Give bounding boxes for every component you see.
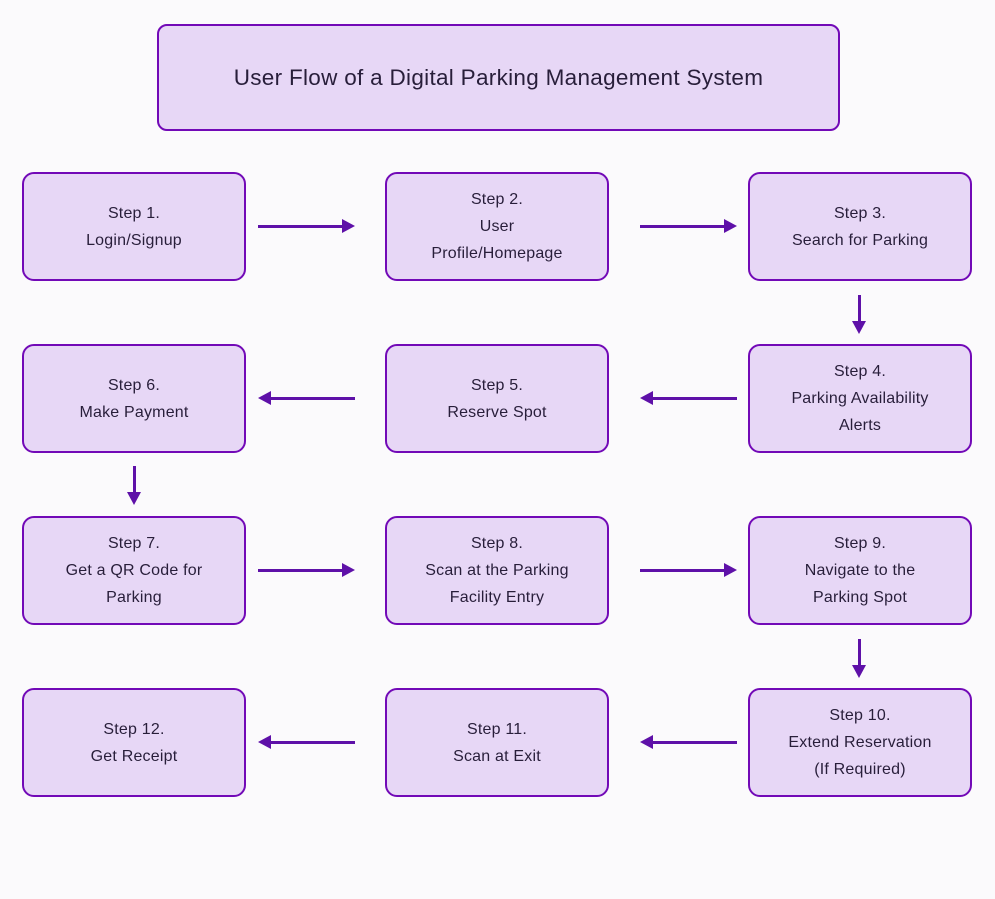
flow-node-step-5: Step 5. Reserve Spot xyxy=(385,344,609,453)
arrow-shaft xyxy=(258,568,342,572)
arrow-shaft xyxy=(857,295,861,321)
arrow-step5-to-step6 xyxy=(258,391,355,405)
diagram-title: User Flow of a Digital Parking Managemen… xyxy=(157,24,840,131)
arrow-shaft xyxy=(653,740,737,744)
arrow-step9-to-step10 xyxy=(852,639,866,678)
arrow-step3-to-step4 xyxy=(852,295,866,334)
flow-node-step-6: Step 6. Make Payment xyxy=(22,344,246,453)
arrow-step4-to-step5 xyxy=(640,391,737,405)
arrowhead-left-icon xyxy=(258,391,271,405)
arrowhead-down-icon xyxy=(852,665,866,678)
flow-node-step-2: Step 2. User Profile/Homepage xyxy=(385,172,609,281)
arrow-shaft xyxy=(653,396,737,400)
flow-node-step-1: Step 1. Login/Signup xyxy=(22,172,246,281)
flow-node-step-12: Step 12. Get Receipt xyxy=(22,688,246,797)
arrow-step6-to-step7 xyxy=(127,466,141,505)
arrow-shaft xyxy=(271,396,355,400)
flow-node-step-10: Step 10. Extend Reservation (If Required… xyxy=(748,688,972,797)
flow-node-step-4: Step 4. Parking Availability Alerts xyxy=(748,344,972,453)
arrowhead-right-icon xyxy=(724,219,737,233)
arrow-step11-to-step12 xyxy=(258,735,355,749)
flow-node-step-8: Step 8. Scan at the Parking Facility Ent… xyxy=(385,516,609,625)
flow-node-step-3: Step 3. Search for Parking xyxy=(748,172,972,281)
arrowhead-left-icon xyxy=(258,735,271,749)
arrow-shaft xyxy=(132,466,136,492)
arrowhead-down-icon xyxy=(127,492,141,505)
arrowhead-right-icon xyxy=(342,219,355,233)
arrow-step2-to-step3 xyxy=(640,219,737,233)
arrow-step7-to-step8 xyxy=(258,563,355,577)
flow-node-step-11: Step 11. Scan at Exit xyxy=(385,688,609,797)
arrow-shaft xyxy=(258,224,342,228)
arrow-step8-to-step9 xyxy=(640,563,737,577)
arrowhead-down-icon xyxy=(852,321,866,334)
arrow-shaft xyxy=(857,639,861,665)
arrow-shaft xyxy=(640,568,724,572)
arrowhead-right-icon xyxy=(724,563,737,577)
flow-node-step-9: Step 9. Navigate to the Parking Spot xyxy=(748,516,972,625)
flow-node-step-7: Step 7. Get a QR Code for Parking xyxy=(22,516,246,625)
arrowhead-right-icon xyxy=(342,563,355,577)
arrow-shaft xyxy=(271,740,355,744)
arrow-shaft xyxy=(640,224,724,228)
arrowhead-left-icon xyxy=(640,735,653,749)
arrow-step10-to-step11 xyxy=(640,735,737,749)
arrow-step1-to-step2 xyxy=(258,219,355,233)
arrowhead-left-icon xyxy=(640,391,653,405)
